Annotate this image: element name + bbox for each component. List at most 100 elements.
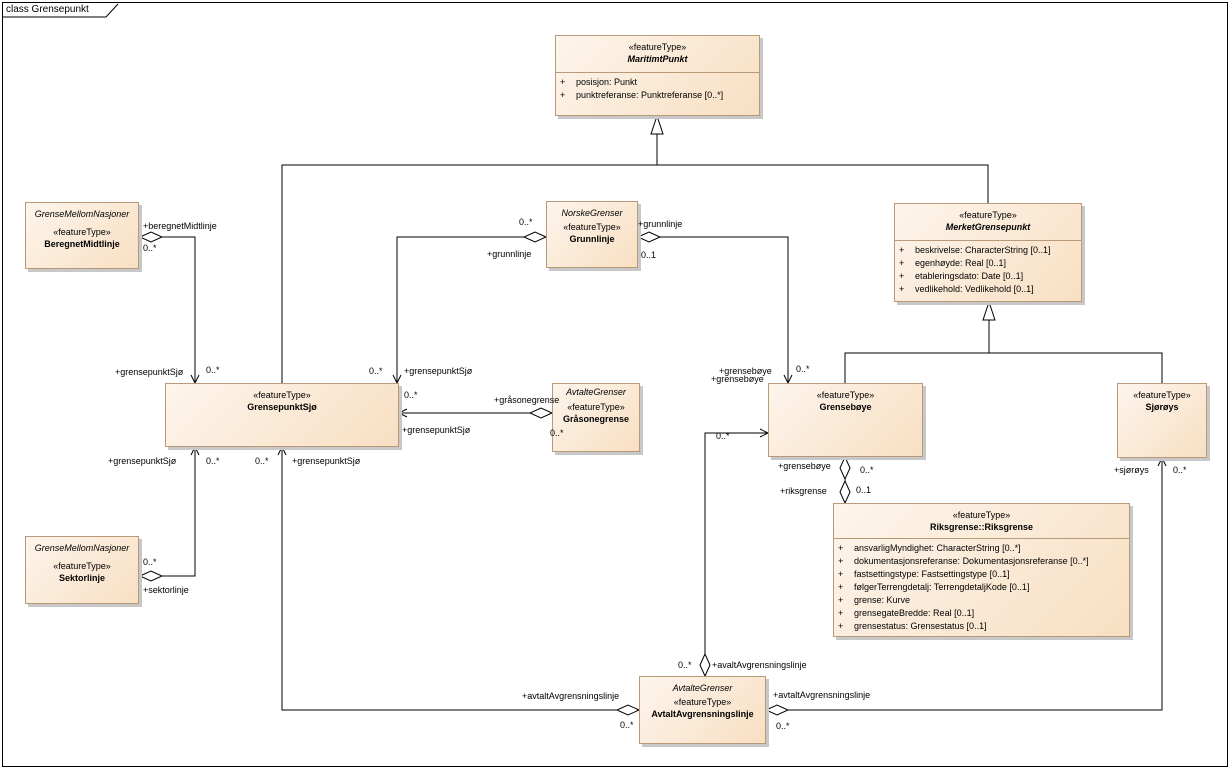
generalization-merket-tree bbox=[844, 352, 1163, 383]
class-riksgrense[interactable]: «featureType» Riksgrense::Riksgrense +an… bbox=[833, 503, 1130, 637]
package-name: AvtalteGrenser bbox=[566, 387, 626, 397]
attribute: +grensestatus: Grensestatus [0..1] bbox=[838, 621, 987, 631]
diamond-grunn-right bbox=[636, 231, 662, 243]
multiplicity-label: 0..* bbox=[776, 721, 790, 731]
attribute-list: +posisjon: Punkt +punktreferanse: Punktr… bbox=[556, 72, 759, 102]
diamond-avtalt-right bbox=[764, 704, 790, 716]
class-name: GrensepunktSjø bbox=[247, 402, 317, 412]
multiplicity-label: 0..* bbox=[143, 557, 157, 567]
role-label: +grensebøye bbox=[711, 374, 764, 384]
class-sjørøys[interactable]: «featureType» Sjørøys bbox=[1117, 383, 1207, 458]
stereotype: «featureType» bbox=[253, 390, 311, 400]
class-graasonegrense[interactable]: AvtalteGrenser «featureType» Gråsonegren… bbox=[552, 383, 640, 452]
assoc-sektor bbox=[162, 447, 196, 577]
class-name: Riksgrense::Riksgrense bbox=[929, 522, 1034, 532]
role-label: +grensepunktSjø bbox=[108, 456, 177, 466]
multiplicity-label: 0..1 bbox=[641, 250, 657, 260]
stereotype: «featureType» bbox=[53, 227, 111, 237]
package-name: NorskeGrenser bbox=[561, 208, 623, 218]
role-label: +grensebøye bbox=[778, 461, 831, 471]
role-label: +grensepunktSjø bbox=[404, 366, 473, 376]
multiplicity-label: 0..* bbox=[678, 660, 692, 670]
frame-tab-shape bbox=[2, 3, 119, 18]
role-label: +grensepunktSjø bbox=[292, 456, 361, 466]
multiplicity-label: 0..* bbox=[550, 428, 564, 438]
diamond-beregnet bbox=[138, 231, 164, 243]
diamond-grensebøye bbox=[839, 455, 851, 481]
arrow-gp-bm bbox=[277, 445, 287, 456]
generalization-grensepunkt bbox=[281, 164, 989, 383]
assoc-sjøroys bbox=[788, 458, 1163, 711]
package-name: GrenseMellomNasjoner bbox=[34, 543, 130, 553]
role-label: +grensepunktSjø bbox=[115, 367, 184, 377]
role-label: +sektorlinje bbox=[143, 585, 189, 595]
stereotype: «featureType» bbox=[952, 510, 1011, 520]
role-label: +gråsonegrense bbox=[494, 395, 560, 405]
role-label: +avtaltAvgrensningslinje bbox=[773, 690, 871, 700]
multiplicity-label: 0..1 bbox=[856, 485, 872, 495]
stereotype: «featureType» bbox=[53, 561, 111, 571]
multiplicity-label: 0..* bbox=[404, 390, 418, 400]
diamond-riksgrense bbox=[839, 479, 851, 505]
class-name: AvtaltAvgrensningslinje bbox=[651, 709, 754, 719]
multiplicity-label: 0..* bbox=[143, 243, 157, 253]
frame-title: class Grensepunkt bbox=[6, 4, 89, 15]
stereotype: «featureType» bbox=[1133, 390, 1191, 400]
role-label: +grunnlinje bbox=[487, 249, 532, 259]
class-name: Sjørøys bbox=[1145, 402, 1179, 412]
attribute: +etableringsdato: Date [0..1] bbox=[899, 271, 1024, 281]
attribute: +dokumentasjonsreferanse: Dokumentasjons… bbox=[838, 556, 1089, 566]
class-name: MaritimtPunkt bbox=[627, 54, 688, 64]
generalization-arrow-merket bbox=[982, 300, 996, 321]
multiplicity-label: 0..* bbox=[716, 431, 730, 441]
attribute: +grensegateBredde: Real [0..1] bbox=[838, 608, 975, 618]
stereotype: «featureType» bbox=[563, 222, 621, 232]
multiplicity-label: 0..* bbox=[255, 456, 269, 466]
attribute: +beskrivelse: CharacterString [0..1] bbox=[899, 245, 1051, 255]
multiplicity-label: 0..* bbox=[519, 217, 533, 227]
attribute-list: +beskrivelse: CharacterString [0..1] +eg… bbox=[895, 240, 1081, 296]
class-name: Grensebøye bbox=[819, 402, 872, 412]
stereotype: «featureType» bbox=[567, 402, 625, 412]
diamond-grunn-left bbox=[522, 231, 548, 243]
class-maritimtpunkt[interactable]: «featureType» MaritimtPunkt +posisjon: P… bbox=[555, 35, 760, 116]
multiplicity-label: 0..* bbox=[369, 366, 383, 376]
class-name: Grunnlinje bbox=[569, 234, 615, 244]
stereotype: «featureType» bbox=[673, 697, 732, 707]
class-name: Sektorlinje bbox=[58, 573, 105, 583]
attribute: +egenhøyde: Real [0..1] bbox=[899, 258, 1007, 268]
assoc-grunn-left bbox=[396, 236, 524, 383]
class-beregnetmidtlinje[interactable]: GrenseMellomNasjoner «featureType» Bereg… bbox=[25, 202, 139, 269]
class-sektorlinje[interactable]: GrenseMellomNasjoner «featureType» Sekto… bbox=[25, 536, 139, 604]
attribute: +vedlikehold: Vedlikehold [0..1] bbox=[899, 284, 1034, 294]
class-name: MerketGrensepunkt bbox=[945, 222, 1031, 232]
class-merketgrensepunkt[interactable]: «featureType» MerketGrensepunkt +beskriv… bbox=[894, 203, 1082, 302]
multiplicity-label: 0..* bbox=[860, 465, 874, 475]
role-label: +riksgrense bbox=[780, 486, 827, 496]
assoc-beregnet bbox=[162, 236, 196, 383]
package-name: AvtalteGrenser bbox=[672, 683, 733, 693]
attribute: +fastsettingstype: Fastsettingstype [0..… bbox=[838, 569, 1010, 579]
arrow-sj bbox=[1157, 456, 1167, 467]
attribute: +følgerTerrengdetalj: TerrengdetaljKode … bbox=[838, 582, 1030, 592]
attribute-list: +ansvarligMyndighet: CharacterString [0.… bbox=[834, 538, 1129, 633]
class-avtaltavgrensningslinje[interactable]: AvtalteGrenser «featureType» AvtaltAvgre… bbox=[639, 676, 766, 744]
multiplicity-label: 0..* bbox=[796, 364, 810, 374]
arrow-gp-right bbox=[397, 408, 408, 418]
class-name: Gråsonegrense bbox=[562, 414, 630, 424]
multiplicity-label: 0..* bbox=[206, 456, 220, 466]
attribute: +ansvarligMyndighet: CharacterString [0.… bbox=[838, 543, 1021, 553]
generalization-arrow-maritimt bbox=[650, 114, 664, 135]
arrow-gp-bl bbox=[190, 445, 200, 456]
role-label: +grunnlinje bbox=[638, 219, 683, 229]
class-grensepunktsjø[interactable]: «featureType» GrensepunktSjø bbox=[165, 383, 399, 447]
class-name: BeregnetMidtlinje bbox=[44, 239, 120, 249]
stereotype: «featureType» bbox=[959, 210, 1017, 220]
role-label: +beregnetMidtlinje bbox=[143, 221, 217, 231]
diamond-avtalt-top bbox=[699, 652, 711, 678]
class-grunnlinje[interactable]: NorskeGrenser «featureType» Grunnlinje bbox=[546, 201, 638, 268]
class-grensebøye[interactable]: «featureType» Grensebøye bbox=[768, 383, 923, 457]
diamond-graasone bbox=[528, 407, 554, 419]
